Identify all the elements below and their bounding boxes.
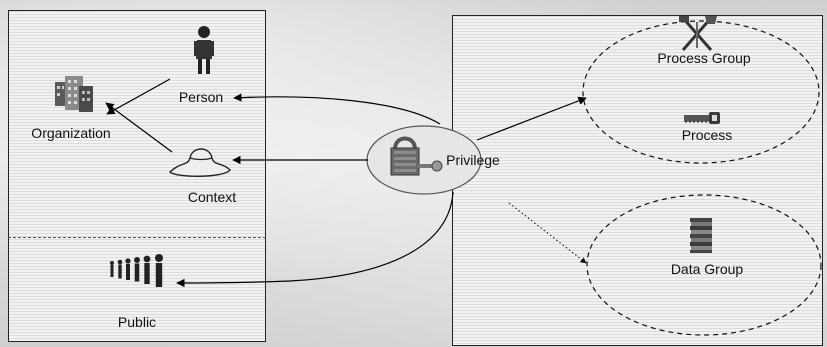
hat-icon (169, 148, 231, 177)
arrow-person-to-organization (106, 78, 171, 115)
arrow-privilege-to-process-group (476, 96, 587, 141)
process-group-ellipse (582, 20, 820, 164)
public-divider (8, 237, 266, 238)
data-group-label: Data Group (670, 261, 744, 277)
tools-icon (679, 16, 717, 51)
person-icon (194, 26, 214, 74)
right-panel (452, 15, 823, 346)
privilege-label: Privilege (446, 152, 500, 168)
saw-icon (684, 112, 720, 124)
arrow-privilege-to-person (233, 93, 441, 125)
padlock-key-icon (390, 136, 443, 176)
process-label: Process (681, 127, 733, 143)
data-group-ellipse (586, 194, 822, 336)
person-label: Person (178, 89, 224, 105)
public-label: Public (117, 314, 157, 330)
crowd-icon (110, 254, 163, 287)
organization-label: Organization (31, 125, 111, 141)
left-panel (8, 10, 266, 342)
document-stack-icon (690, 218, 712, 253)
context-label: Context (187, 189, 237, 205)
building-icon (55, 76, 93, 112)
process-group-label: Process Group (657, 50, 751, 66)
arrow-privilege-to-public (176, 191, 454, 288)
arrow-privilege-to-data-group (508, 202, 587, 264)
arrow-context-to-organization (105, 102, 173, 153)
